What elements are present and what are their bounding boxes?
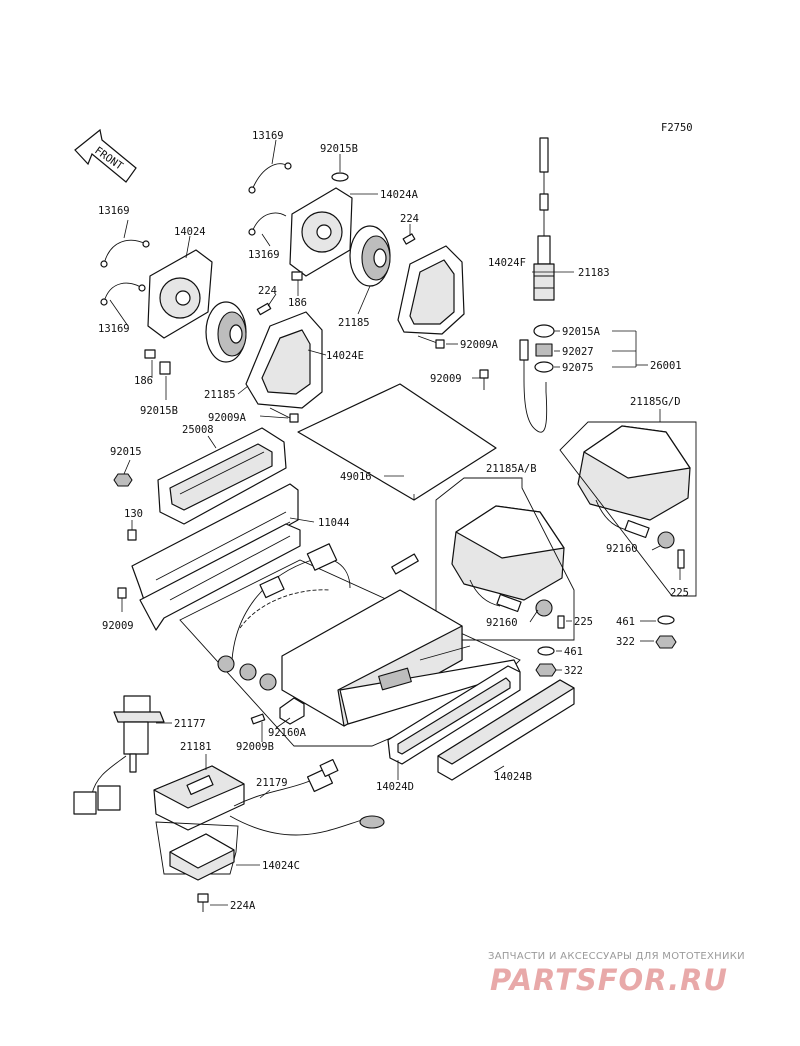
amp-21181 [153, 765, 245, 831]
cover-14024c [169, 833, 235, 881]
clip-13169-d [251, 212, 287, 233]
label-14024f: 14024F [488, 257, 526, 269]
label-21183: 21183 [578, 267, 610, 279]
label-224-a: 224 [258, 285, 277, 297]
label-13169-c: 13169 [252, 130, 284, 142]
label-92009b: 92009B [236, 741, 274, 753]
clip-13169-c [251, 163, 289, 191]
label-92009-b: 92009 [102, 620, 134, 632]
label-21185gd: 21185G/D [630, 396, 681, 408]
label-186-a: 186 [134, 375, 153, 387]
label-92160-a: 92160 [606, 543, 638, 555]
label-21185ab: 21185A/B [486, 463, 537, 475]
label-14024b: 14024B [494, 771, 532, 783]
cover-14024b [437, 679, 575, 781]
washer-92075 [534, 361, 554, 373]
watermark-logo: PARTSFOR.RU [490, 963, 728, 997]
leaders-left [109, 219, 327, 419]
label-461-b: 461 [564, 646, 583, 658]
label-11044: 11044 [318, 517, 350, 529]
label-92015b-b: 92015B [320, 143, 358, 155]
label-13169-b: 13169 [98, 323, 130, 335]
label-224a: 224A [230, 900, 256, 912]
bolt-130 [127, 529, 137, 541]
radio-unit [217, 543, 521, 727]
hardware-right [535, 549, 685, 677]
label-92075: 92075 [562, 362, 594, 374]
leaders-brackets [121, 435, 315, 612]
nut-92027 [535, 343, 553, 357]
label-21179: 21179 [256, 777, 288, 789]
panel-49016 [297, 383, 497, 501]
washer-92015a [533, 324, 555, 338]
label-14024d: 14024D [376, 781, 414, 793]
label-49016: 49016 [340, 471, 372, 483]
antenna-assembly [519, 137, 555, 433]
label-21185-a: 21185 [204, 389, 236, 401]
nut-92015 [113, 473, 133, 487]
antenna-base-21183 [533, 263, 555, 301]
diagram-code: F2750 [661, 122, 693, 134]
label-225-a: 225 [670, 587, 689, 599]
right-speaker-assembly [248, 162, 465, 349]
watermark-tagline: ЗАПЧАСТИ И АКСЕССУАРЫ ДЛЯ МОТОТЕХНИКИ [488, 951, 745, 962]
screw-224a [197, 893, 209, 903]
group-21185gd [559, 421, 697, 597]
leaders-right-speaker [261, 139, 458, 345]
label-14024e: 14024E [326, 350, 364, 362]
label-92015b-a: 92015B [140, 405, 178, 417]
label-13169-a: 13169 [98, 205, 130, 217]
cover-21185ab [451, 505, 565, 617]
bracket-11044 [131, 483, 301, 631]
switch-21177 [73, 695, 165, 815]
front-arrow-icon: FRONT [74, 128, 137, 183]
label-92015: 92015 [110, 446, 142, 458]
leaders-antenna [472, 271, 648, 379]
label-26001: 26001 [650, 360, 682, 372]
leaders-cover-hw [529, 545, 681, 671]
label-92009a-a: 92009A [208, 412, 247, 424]
cover-21185gd [577, 425, 691, 549]
label-322-a: 322 [616, 636, 635, 648]
label-92015a: 92015A [562, 326, 601, 338]
label-14024: 14024 [174, 226, 206, 238]
label-130: 130 [124, 508, 143, 520]
label-14024a: 14024A [380, 189, 419, 201]
cable-21179 [229, 759, 385, 836]
label-92009a-b: 92009A [460, 339, 499, 351]
bolt-92009 [117, 587, 127, 599]
label-21177: 21177 [174, 718, 206, 730]
label-13169-d: 13169 [248, 249, 280, 261]
clip-13169-upper [103, 239, 147, 265]
label-21185-b: 21185 [338, 317, 370, 329]
leaders-radio [261, 717, 291, 742]
clip-13169-lower [103, 282, 143, 303]
label-186-b: 186 [288, 297, 307, 309]
label-225-b: 225 [574, 616, 593, 628]
label-21181: 21181 [180, 741, 212, 753]
frame-14024d [387, 665, 521, 765]
label-92160-b: 92160 [486, 617, 518, 629]
label-92027: 92027 [562, 346, 594, 358]
leaders-amp [205, 754, 271, 799]
left-speaker-assembly [100, 239, 323, 423]
label-25008: 25008 [182, 424, 214, 436]
label-92009-a: 92009 [430, 373, 462, 385]
label-92160a: 92160A [268, 727, 307, 739]
antenna-rod-top [539, 137, 549, 173]
bracket-25008 [157, 427, 287, 525]
label-322-b: 322 [564, 665, 583, 677]
leaders-frames [397, 760, 505, 780]
label-14024c: 14024C [262, 860, 300, 872]
label-224-b: 224 [400, 213, 419, 225]
antenna-cable [523, 360, 548, 433]
label-461-a: 461 [616, 616, 635, 628]
